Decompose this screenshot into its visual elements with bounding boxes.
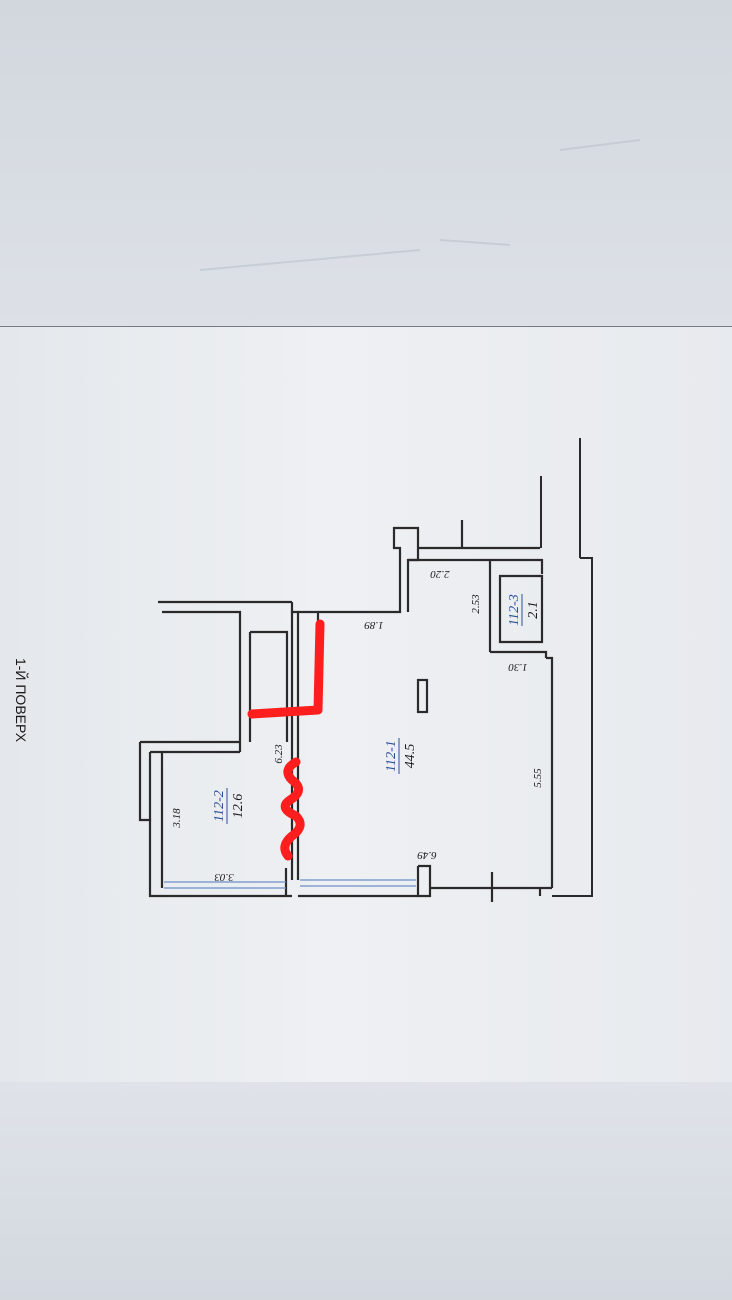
background-sheet-top [0,0,732,330]
floor-title: 1-Й ПОВЕРХ [13,658,30,743]
outer-building-line [540,438,593,897]
room-number: 112-1 [384,740,399,772]
red-marker-new-wall [247,619,325,719]
dimension-1-30: 1.30 [508,661,528,673]
background-faint-marks [199,139,641,271]
background-sheet-bottom [0,1082,732,1300]
room-number: 112-2 [212,790,227,822]
room-label-112-2: 112-2 12.6 [212,788,246,824]
dimension-6-49: 6.49 [417,849,437,861]
room-area: 12.6 [231,794,246,819]
unit-walls [138,520,554,902]
red-marker-removed-wall [280,757,305,861]
dimension-5-55: 5.55 [532,768,544,788]
dimension-3-18: 3.18 [171,808,183,829]
dimension-3-03: 3.03 [214,871,235,883]
room-label-112-3: 112-3 2.1 [507,594,541,626]
room-label-112-1: 112-1 44.5 [384,738,418,774]
dimension-6-23: 6.23 [273,744,285,764]
facade-windows [164,879,416,889]
room-area: 2.1 [526,601,541,619]
room-area: 44.5 [403,744,418,769]
floor-plan-sheet [0,326,732,1086]
dimension-2-53: 2.53 [470,594,482,614]
dimension-1-89: 1.89 [364,619,384,631]
red-marker-annotations [247,619,325,861]
dimension-2-20: 2.20 [430,568,450,580]
room-number: 112-3 [507,594,522,626]
